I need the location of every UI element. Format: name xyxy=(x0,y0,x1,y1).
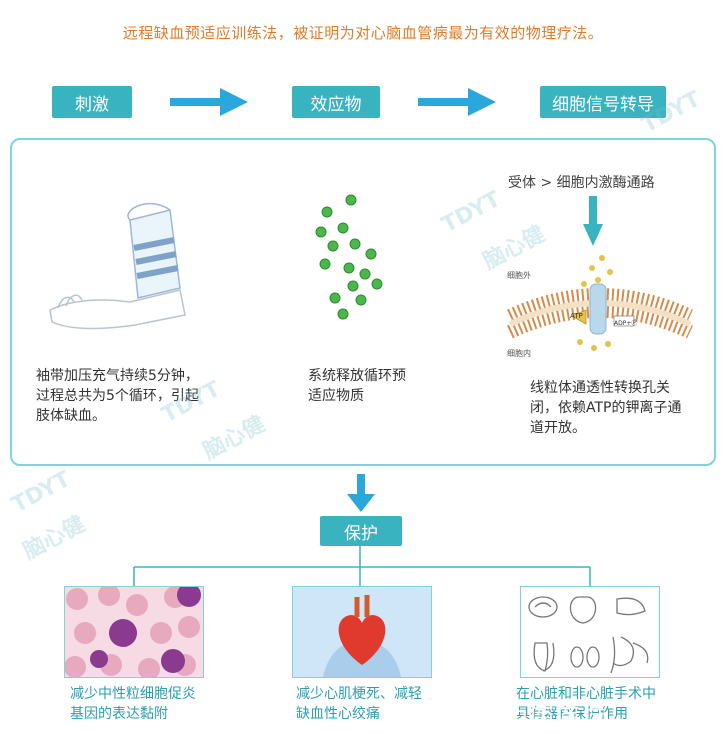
footer-watermark: 搜狐号@中医医疗 xyxy=(400,704,608,732)
down-arrow-icon xyxy=(583,196,603,246)
organs-image xyxy=(520,586,660,678)
adp-label: ADP+Ⓟ xyxy=(614,320,638,327)
membrane-outside-label: 细胞外 xyxy=(507,271,531,280)
cuff-caption: 袖带加压充气持续5分钟，过程总共为5个循环，引起肢体缺血。 xyxy=(36,368,199,424)
pathway-title: 受体 > 细胞内激酶通路 xyxy=(508,175,655,191)
flow-label-signal-transduction: 细胞信号转导 xyxy=(540,86,666,118)
outcome-caption-1: 减少中性粒细胞促炎基因的表达黏附 xyxy=(70,686,196,722)
neutrophil-image xyxy=(64,586,204,678)
cell-membrane-illustration xyxy=(507,255,693,351)
protect-label: 保护 xyxy=(320,516,402,546)
right-arrow-icon xyxy=(418,88,496,116)
arm-cuff-illustration xyxy=(49,202,186,330)
channel-caption: 线粒体通透性转换孔关闭，依赖ATP的钾离子通道开放。 xyxy=(530,380,682,436)
outcome-caption-2: 减少心肌梗死、减轻缺血性心绞痛 xyxy=(296,686,422,722)
down-arrow-icon xyxy=(347,474,375,512)
release-caption: 系统释放循环预适应物质 xyxy=(308,368,406,404)
heart-image xyxy=(292,586,432,678)
membrane-inside-label: 细胞内 xyxy=(507,349,531,358)
right-arrow-icon xyxy=(170,88,248,116)
connector-lines xyxy=(133,546,591,587)
watermark-text: 脑心健 xyxy=(19,511,90,565)
atp-label: ATP xyxy=(570,312,583,320)
watermark-brand: TDYT xyxy=(7,466,75,519)
intro-text: 远程缺血预适应训练法，被证明为对心脑血管病最为有效的物理疗法。 xyxy=(122,24,604,42)
flow-label-effector: 效应物 xyxy=(292,86,380,118)
effector-particles-illustration xyxy=(315,194,383,320)
outcome-caption-3: 在心脏和非心脏手术中具有器官保护作用 xyxy=(516,686,656,722)
flow-label-stimulus: 刺激 xyxy=(52,86,132,118)
